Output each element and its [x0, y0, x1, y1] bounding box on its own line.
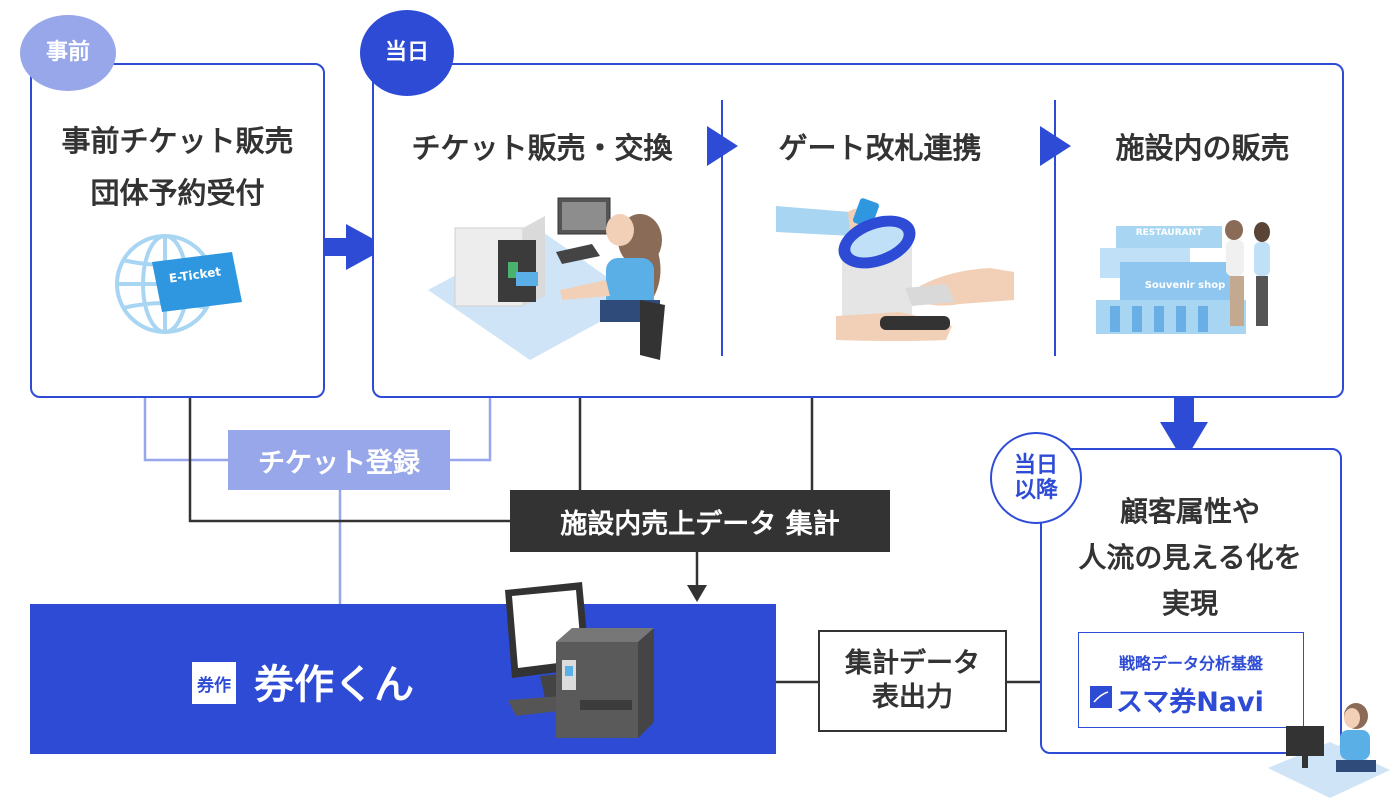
sumaken-navi-caption: 戦略データ分析基盤 — [1118, 654, 1263, 673]
export-label-line2: 表出力 — [872, 682, 953, 713]
stage-ticket-sales-title: チケット販売・交換 — [411, 131, 673, 165]
advance-title-line1: 事前チケット販売 — [61, 124, 294, 158]
sumaken-navi-box — [1078, 632, 1304, 728]
after-text-line3: 実現 — [1161, 587, 1218, 620]
arrow-down-to-kensaku — [687, 585, 707, 602]
after-text-line1: 顧客属性や — [1119, 495, 1260, 528]
after-badge-line1: 当日 — [1013, 452, 1058, 478]
stage-gate-title: ゲート改札連携 — [778, 131, 982, 165]
sparkle-icon — [1093, 691, 1109, 703]
advance-title-line2: 団体予約受付 — [90, 176, 265, 210]
after-badge-line2: 以降 — [1013, 478, 1058, 503]
export-label-line1: 集計データ — [845, 648, 980, 680]
kensaku-logo-icon: 券作 — [192, 662, 236, 704]
sumaken-navi-name: スマ券Navi — [1116, 687, 1264, 718]
after-text-line2: 人流の見える化を — [1078, 541, 1302, 574]
souvenir-shop-sign: Souvenir shop — [1144, 280, 1226, 291]
kensaku-kun-name: 券作くん — [254, 662, 414, 708]
same-day-badge: 当日 — [360, 10, 454, 96]
export-label-box: 集計データ 表出力 — [818, 630, 1007, 732]
ticket-registration-label: チケット登録 — [228, 430, 450, 490]
ticket-registration-lines — [143, 380, 492, 625]
stage-facility-sales-title: 施設内の販売 — [1115, 131, 1290, 165]
after-badge: 当日 以降 — [990, 432, 1082, 524]
sumaken-navi-logo-icon — [1090, 686, 1112, 708]
advance-phase-box — [30, 63, 325, 398]
advance-badge: 事前 — [20, 15, 116, 91]
sales-aggregation-label: 施設内売上データ 集計 — [510, 490, 890, 552]
kensaku-logo-glyph: 券作 — [197, 675, 231, 696]
restaurant-sign: RESTAURANT — [1135, 228, 1203, 238]
